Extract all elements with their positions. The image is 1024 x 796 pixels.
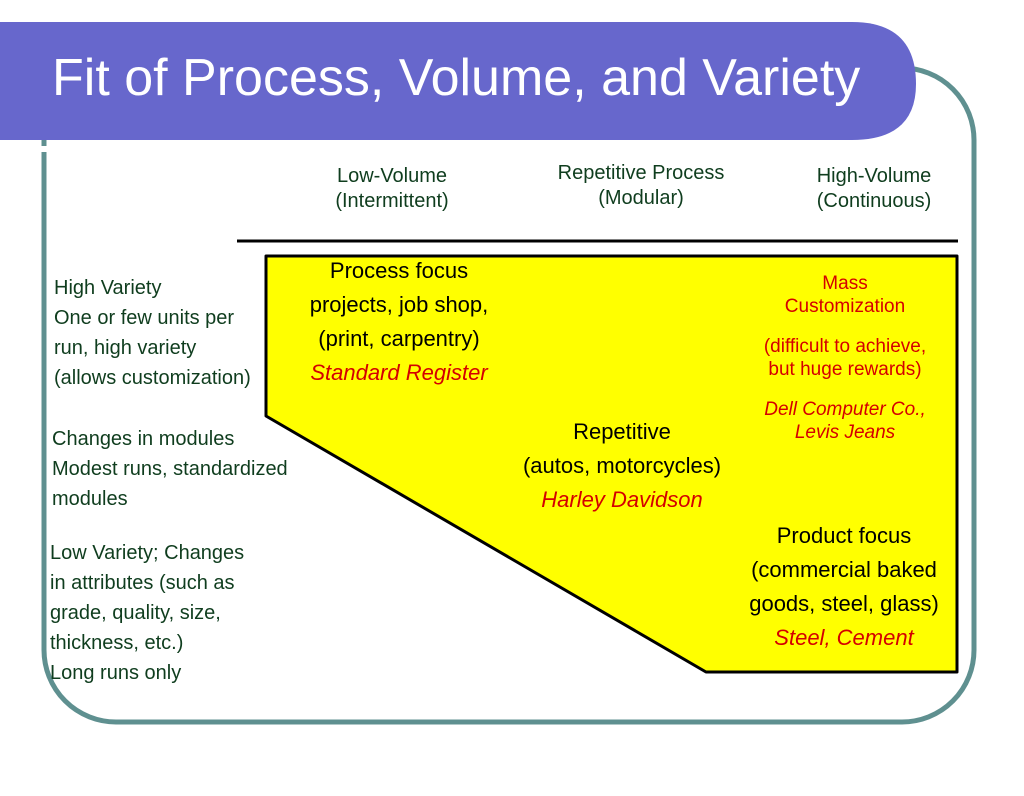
- title-gap: [0, 146, 950, 152]
- column-header-high-volume: High-Volume (Continuous): [794, 164, 954, 214]
- row-label-low-variety: Low Variety; Changes in attributes (such…: [50, 538, 244, 688]
- column-header-line: Low-Volume: [336, 165, 448, 187]
- cell-heading-line: Customization: [784, 296, 906, 317]
- row-label-line: (allows customization): [54, 367, 251, 389]
- row-label-line: Modest runs, standardized: [52, 458, 288, 480]
- cell-product-focus: Product focus (commercial baked goods, s…: [734, 519, 954, 655]
- cell-example: Levis Jeans: [794, 422, 896, 443]
- cell-line: projects, job shop,: [309, 292, 489, 317]
- row-label-modules: Changes in modules Modest runs, standard…: [52, 424, 288, 514]
- cell-heading-line: Mass: [822, 273, 868, 294]
- column-header-line: High-Volume: [816, 165, 932, 187]
- cell-example: Dell Computer Co.,: [764, 399, 926, 420]
- row-label-line: thickness, etc.): [50, 632, 184, 654]
- cell-line: (commercial baked: [751, 557, 937, 582]
- cell-spacer: [750, 318, 940, 335]
- cell-example: Harley Davidson: [541, 487, 703, 512]
- row-label-line: modules: [52, 488, 128, 510]
- cell-mass-customization: Mass Customization (difficult to achieve…: [750, 272, 940, 444]
- cell-note-line: but huge rewards): [768, 359, 922, 380]
- cell-line: goods, steel, glass): [749, 591, 939, 616]
- slide-title: Fit of Process, Volume, and Variety: [52, 49, 861, 107]
- cell-line: Repetitive: [573, 419, 671, 444]
- column-header-line: (Intermittent): [335, 190, 449, 212]
- column-header-line: (Modular): [598, 187, 684, 209]
- row-label-line: run, high variety: [54, 337, 197, 359]
- row-label-line: grade, quality, size,: [50, 602, 221, 624]
- row-label-line: One or few units per: [54, 307, 235, 329]
- cell-spacer: [750, 381, 940, 398]
- cell-line: Product focus: [776, 523, 912, 548]
- title-bar: [0, 22, 916, 140]
- cell-note-line: (difficult to achieve,: [763, 336, 927, 357]
- cell-line: (autos, motorcycles): [522, 453, 722, 478]
- cell-line: Process focus: [329, 258, 469, 283]
- row-label-line: in attributes (such as: [50, 572, 235, 594]
- row-label-line: Changes in modules: [52, 428, 235, 450]
- column-header-line: Repetitive Process: [557, 162, 725, 184]
- row-label-high-variety: High Variety One or few units per run, h…: [54, 273, 251, 393]
- cell-repetitive: Repetitive (autos, motorcycles) Harley D…: [502, 415, 742, 517]
- cell-process-focus: Process focus projects, job shop, (print…: [284, 254, 514, 390]
- row-label-line: High Variety: [54, 277, 162, 299]
- column-header-line: (Continuous): [816, 190, 932, 212]
- cell-example: Steel, Cement: [774, 625, 914, 650]
- column-header-low-volume: Low-Volume (Intermittent): [312, 164, 472, 214]
- row-label-line: Low Variety; Changes: [50, 542, 245, 564]
- process-region: [264, 254, 959, 674]
- cell-line: (print, carpentry): [318, 326, 480, 351]
- column-header-repetitive: Repetitive Process (Modular): [536, 161, 746, 211]
- cell-example: Standard Register: [310, 360, 488, 385]
- row-label-line: Long runs only: [50, 662, 182, 684]
